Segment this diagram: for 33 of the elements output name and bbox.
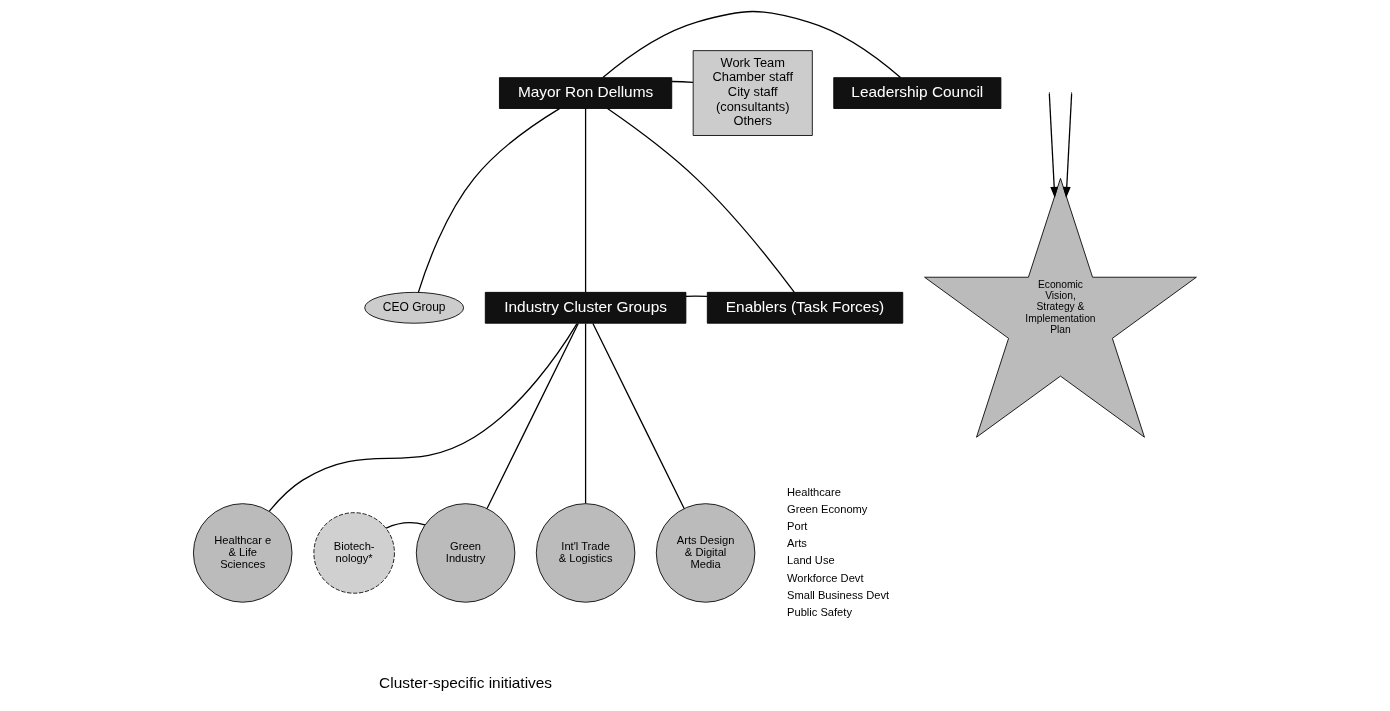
arrow: [1062, 93, 1073, 199]
label: Public Safety: [787, 605, 852, 618]
label: Small Business Devt: [787, 588, 890, 601]
connector: [584, 322, 587, 505]
connector: [486, 322, 579, 510]
connector: [592, 322, 685, 510]
node-circle: Int'l Trade & Logistics: [535, 503, 636, 603]
node-ellipse: CEO Group: [364, 291, 465, 324]
node-circle: Arts Design & Digital Media: [655, 503, 756, 603]
node-box: Enablers (Task Forces): [706, 291, 904, 324]
connector: [602, 10, 902, 79]
label: Green Economy: [787, 503, 868, 515]
connector: [584, 107, 587, 293]
label: Arts: [787, 537, 807, 550]
label: Land Use: [787, 554, 835, 567]
label: Healthcare: [787, 485, 841, 498]
label: Cluster-specific initiatives: [379, 673, 553, 691]
connector: [606, 107, 795, 293]
node-circle: Biotech- nology*: [313, 512, 395, 594]
connector: [417, 107, 561, 293]
node-circle: Healthcar e & Life Sciences: [193, 503, 293, 603]
label: Workforce Devt: [787, 571, 864, 584]
connector: [268, 322, 578, 512]
node-circle: Green Industry: [415, 503, 516, 603]
node-box: Leadership Council: [833, 77, 1002, 109]
connector: [385, 522, 426, 529]
node-box: Industry Cluster Groups: [484, 291, 687, 324]
connector: [685, 295, 708, 297]
node-box: Work Team Chamber staff City staff (consultants) Others: [692, 50, 813, 136]
label: Port: [787, 520, 808, 533]
arrow: [1048, 93, 1059, 199]
node-box: Mayor Ron Dellums: [499, 77, 673, 109]
connector: [671, 80, 694, 84]
